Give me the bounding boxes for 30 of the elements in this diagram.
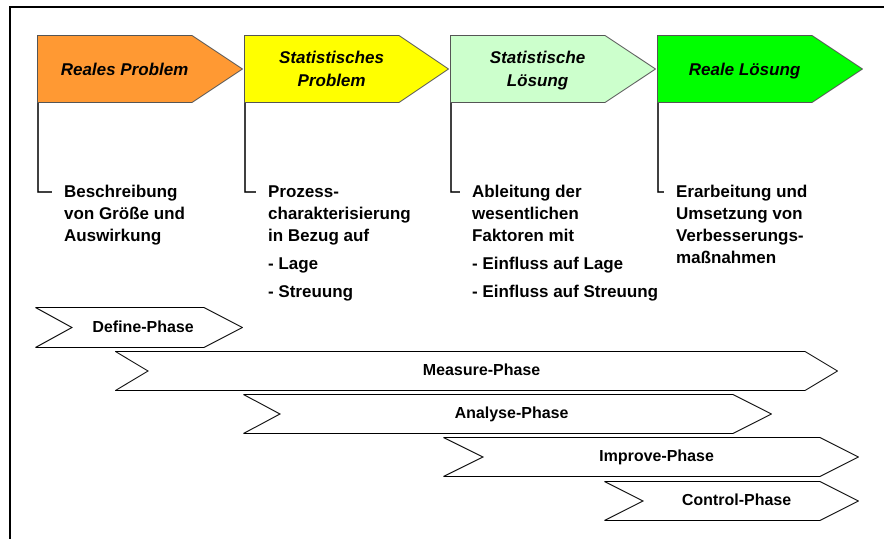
leader-line <box>657 103 664 193</box>
chevron-banner <box>35 307 243 348</box>
leader-line <box>244 103 256 193</box>
chevron-banner <box>443 437 859 477</box>
step-title: Statistisches Problem <box>278 47 385 92</box>
phase-label: Control-Phase <box>682 491 792 511</box>
bullet-item: - Einfluss auf Streuung <box>472 281 658 303</box>
bullet-item: - Streuung <box>268 281 354 303</box>
step-title: Statistische Lösung <box>488 47 586 92</box>
description-text: Beschreibung von Größe und Auswirkung <box>64 181 186 247</box>
bullet-item: - Einfluss auf Lage <box>472 253 624 275</box>
description-text: Ableitung der wesentlichen Faktoren mit <box>472 181 583 247</box>
leader-line <box>450 103 460 193</box>
chevron-banner <box>243 394 772 434</box>
pentagon-banner <box>450 35 656 103</box>
pentagon-banner <box>244 35 449 103</box>
description-text: Erarbeitung und Umsetzung von Verbesserungs-maßnahmen <box>676 181 808 269</box>
leader-line <box>37 103 52 193</box>
phase-label: Measure-Phase <box>422 361 540 381</box>
chevron-banner <box>115 351 838 391</box>
chevron-banner <box>604 481 859 521</box>
bullet-item: - Lage <box>268 253 320 275</box>
description-text: Prozess-charakterisierung in Bezug auf <box>268 181 412 247</box>
step-title: Reales Problem <box>60 58 188 80</box>
phase-label: Improve-Phase <box>599 447 714 467</box>
pentagon-banner <box>657 35 863 103</box>
phase-label: Analyse-Phase <box>454 404 568 424</box>
step-title: Reale Lösung <box>688 58 800 80</box>
phase-label: Define-Phase <box>92 318 194 338</box>
pentagon-banner <box>37 35 243 103</box>
